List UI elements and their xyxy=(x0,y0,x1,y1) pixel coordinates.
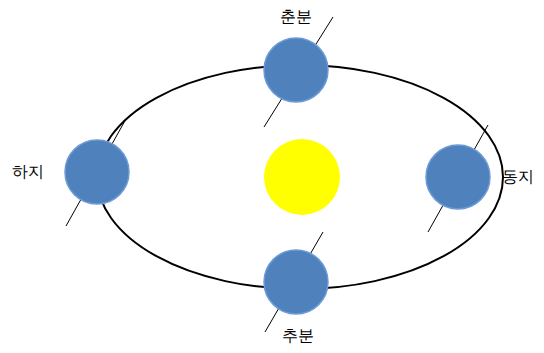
season-label: 춘분 xyxy=(280,7,312,26)
sun xyxy=(264,139,340,215)
season-label: 하지 xyxy=(12,162,44,181)
season-label: 추분 xyxy=(282,326,314,345)
earths xyxy=(65,38,490,314)
earth-axes xyxy=(66,17,488,332)
season-label: 동지 xyxy=(502,167,534,186)
